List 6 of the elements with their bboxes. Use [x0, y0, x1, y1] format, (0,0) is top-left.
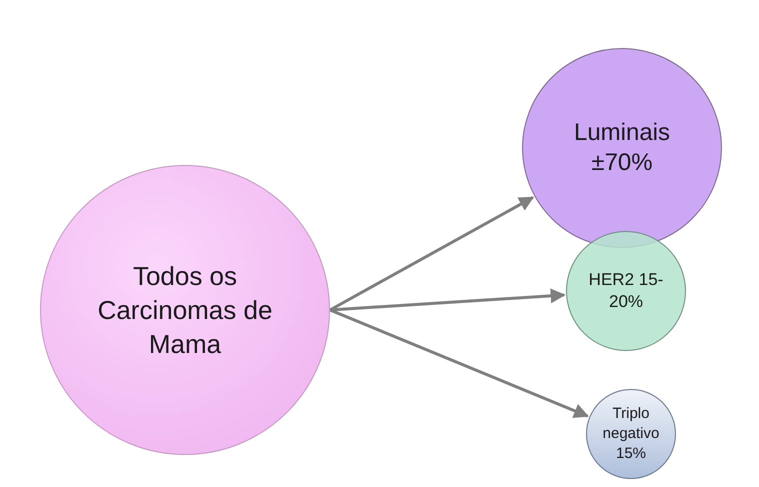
- arrow: [329, 196, 534, 312]
- circle-label: Todos os Carcinomas de Mama: [96, 260, 274, 361]
- arrow: [329, 308, 589, 418]
- circle-label: Triplo negativo 15%: [602, 404, 660, 464]
- circle-label: HER2 15-20%: [588, 269, 664, 313]
- circle-label: Luminais ±70%: [572, 118, 672, 178]
